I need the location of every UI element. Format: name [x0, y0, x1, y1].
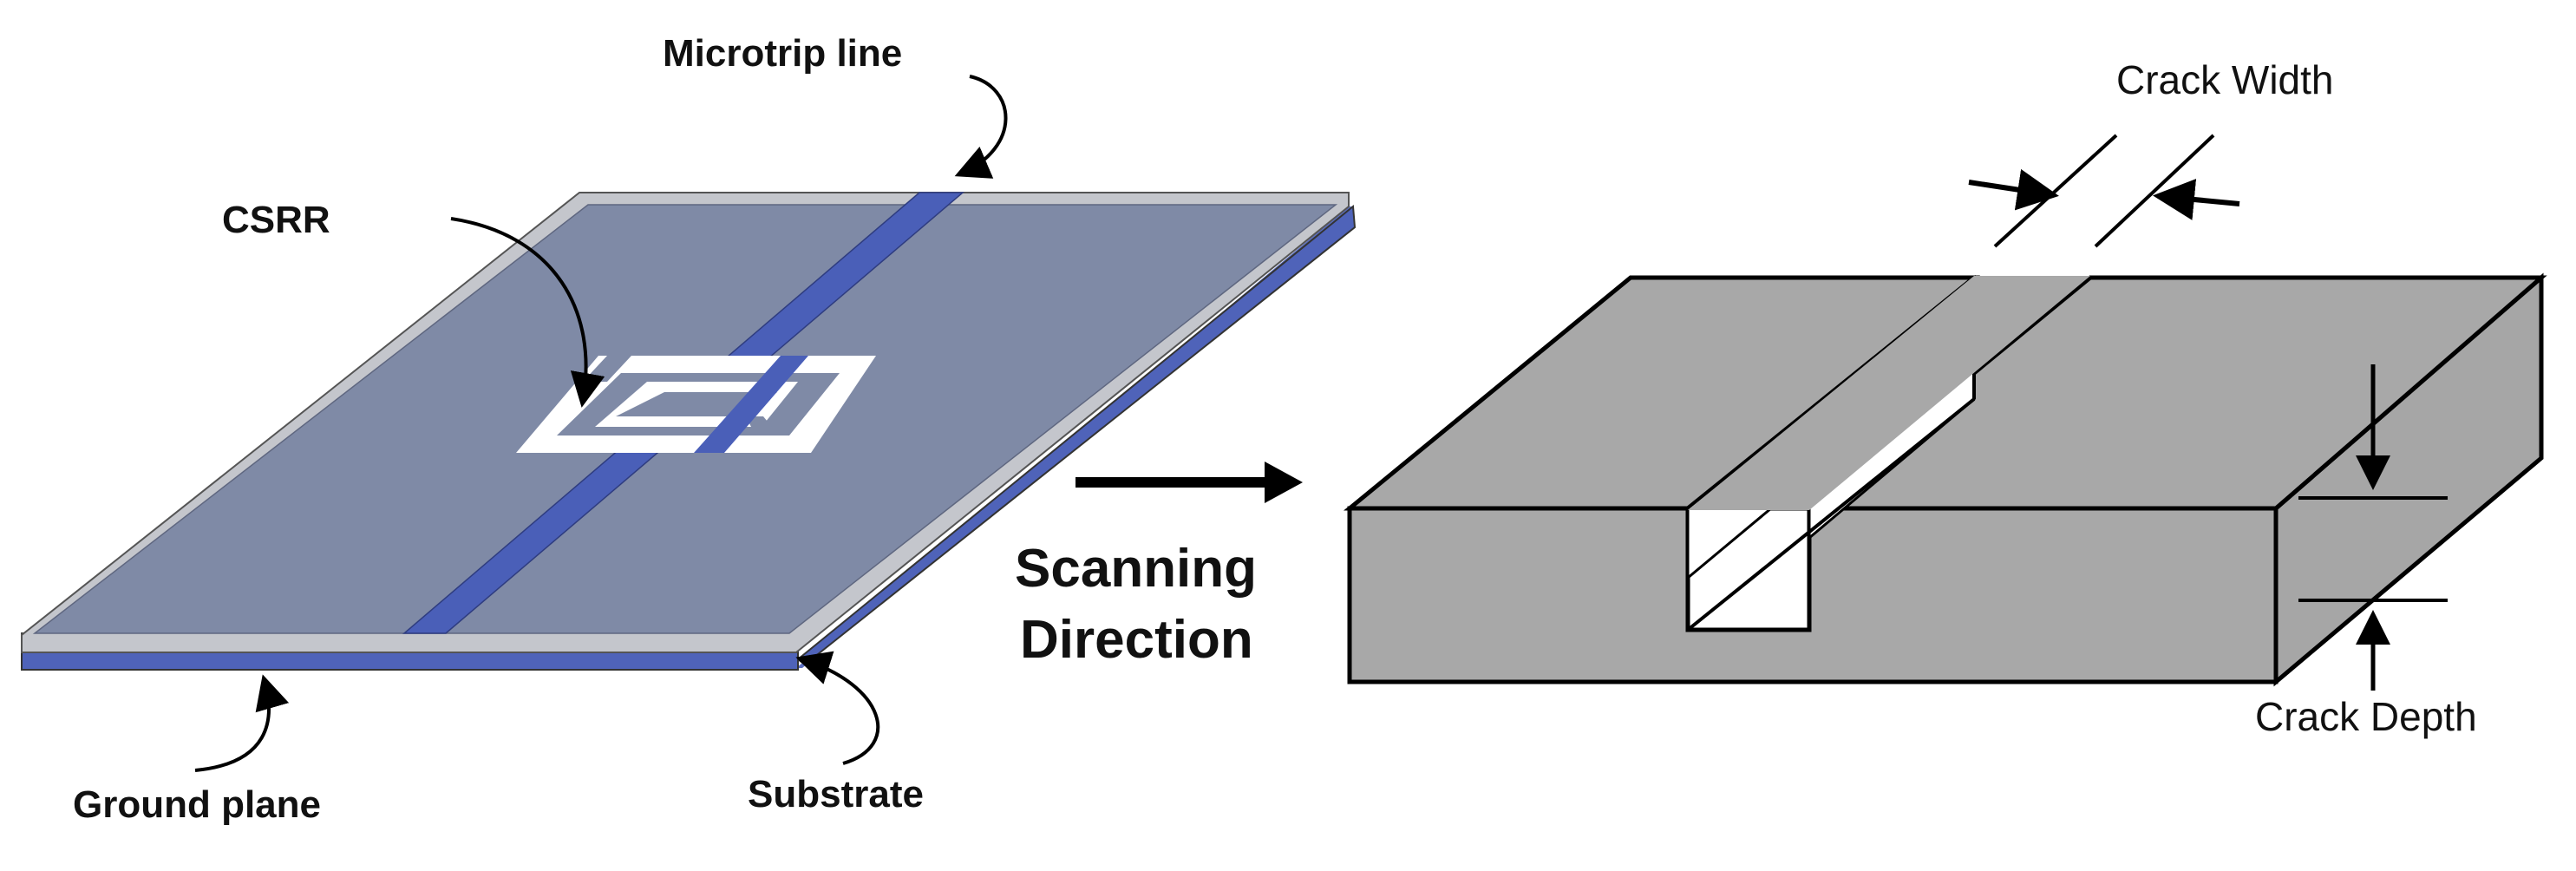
- csrr-label: CSRR: [222, 199, 330, 241]
- crack-gap-top: [1688, 276, 2090, 510]
- direction-label: Direction: [1020, 610, 1253, 670]
- scanning-label: Scanning: [1015, 539, 1257, 599]
- block-top-right: [1803, 275, 2547, 511]
- crack-depth-label: Crack Depth: [2255, 694, 2477, 739]
- sensor-board: [21, 192, 1357, 671]
- microstrip-label: Microtrip line: [663, 32, 902, 75]
- cracked-block: [1344, 272, 2547, 687]
- crack-depth-dimension: [2298, 364, 2448, 691]
- left-annotations: [194, 75, 1008, 772]
- crack-width-dimension: [1968, 134, 2240, 248]
- csrr-resonator: [516, 356, 876, 453]
- scanning-arrow: [1076, 462, 1303, 503]
- substrate-pointer: [795, 651, 880, 765]
- ground-plane-label: Ground plane: [73, 783, 321, 826]
- crack-width-label: Crack Width: [2116, 57, 2333, 102]
- ground-plane-layer: [21, 652, 799, 671]
- microstrip-pointer: [954, 75, 1008, 179]
- csrr-pointer: [450, 217, 605, 408]
- ground-plane-pointer: [194, 674, 290, 772]
- substrate-label: Substrate: [748, 773, 924, 815]
